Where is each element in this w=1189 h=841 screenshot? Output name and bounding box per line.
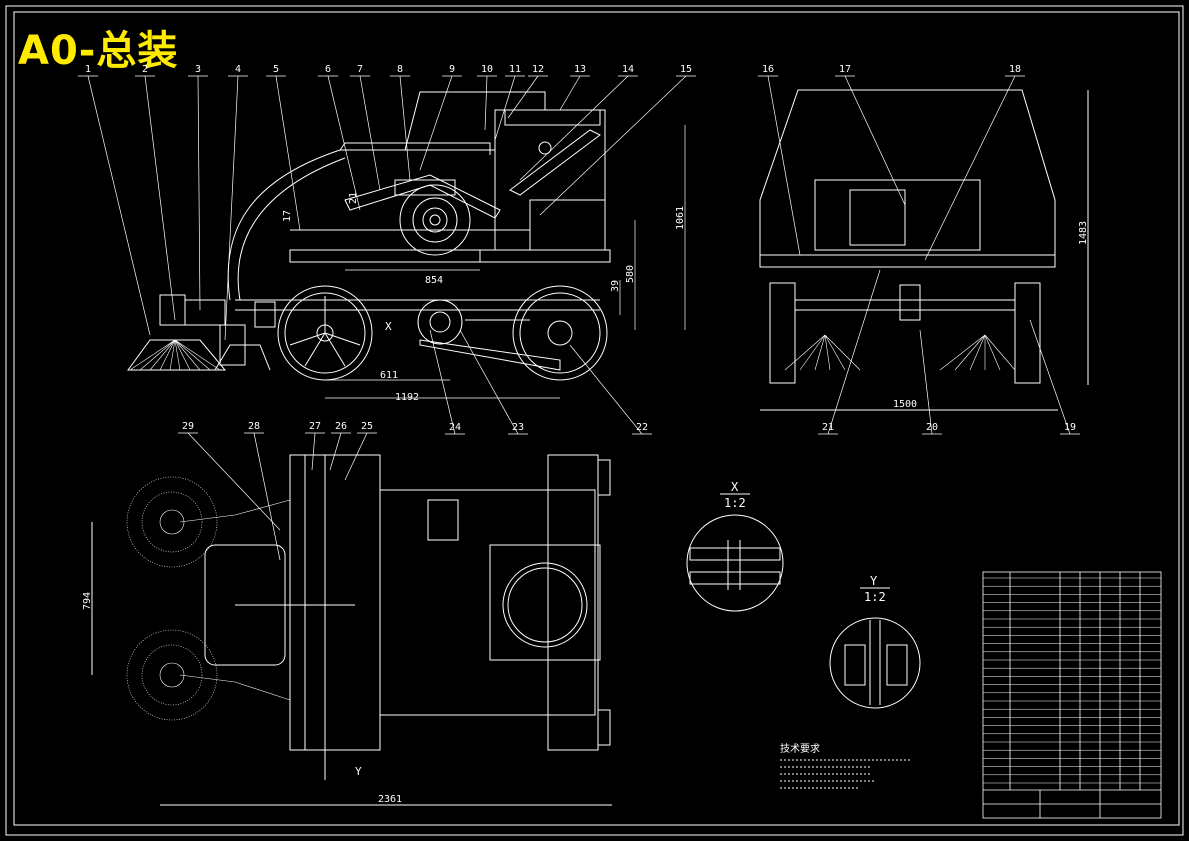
- dim-794: 794: [82, 592, 93, 610]
- balloon-leader: [419, 75, 453, 171]
- balloon-leader: [429, 329, 456, 435]
- balloon-label-9: 9: [449, 64, 455, 75]
- balloon-leader: [494, 75, 516, 141]
- end-view-brushes: [784, 334, 1016, 371]
- view-x-marker: X: [385, 320, 392, 333]
- detail-x-scale: 1:2: [724, 496, 746, 510]
- balloon-label-28: 28: [248, 421, 260, 432]
- detail-y-title: Y: [870, 574, 878, 588]
- balloon-label-22: 22: [636, 422, 648, 433]
- drawing-title: A0-总装: [18, 28, 179, 74]
- detail-x-title: X: [731, 480, 739, 494]
- inner-border: [13, 11, 1180, 826]
- dim-611: 611: [380, 370, 398, 381]
- balloon-label-13: 13: [574, 64, 586, 75]
- balloon-leader: [484, 75, 488, 131]
- balloon-leader: [507, 75, 539, 119]
- front-wheel: [512, 285, 608, 381]
- balloon-leader: [569, 344, 643, 435]
- balloon-label-18: 18: [1009, 64, 1021, 75]
- balloon-label-6: 6: [325, 64, 331, 75]
- tech-req-lines: [780, 759, 912, 789]
- side-view: [127, 91, 611, 381]
- balloon-leader: [919, 329, 933, 435]
- balloon-leader: [87, 75, 151, 336]
- balloon-leader: [359, 75, 381, 191]
- dim-1483: 1483: [1078, 221, 1089, 245]
- balloon-leader: [197, 75, 201, 311]
- balloon-label-16: 16: [762, 64, 774, 75]
- balloon-label-27: 27: [309, 421, 321, 432]
- dim-580: 580: [625, 265, 636, 283]
- balloon-leader: [311, 432, 316, 471]
- side-view-dimensions: [325, 125, 686, 399]
- balloon-label-26: 26: [335, 421, 347, 432]
- dim-21: 21: [348, 192, 359, 204]
- dim-39: 39: [610, 280, 621, 292]
- parts-list-table: [982, 571, 1162, 819]
- outer-border: [5, 5, 1184, 836]
- balloon-label-17: 17: [839, 64, 851, 75]
- side-brush-bristles: [129, 339, 221, 371]
- detail-y-scale: 1:2: [864, 590, 886, 604]
- balloon-leader: [327, 75, 361, 211]
- balloon-label-5: 5: [273, 64, 279, 75]
- balloon-leader: [1029, 319, 1071, 435]
- balloon-label-19: 19: [1064, 422, 1076, 433]
- balloon-label-8: 8: [397, 64, 403, 75]
- balloon-label-21: 21: [822, 422, 834, 433]
- balloon-leader: [767, 75, 801, 256]
- balloon-leader: [539, 75, 687, 216]
- detail-x: [686, 514, 784, 612]
- balloon-leader: [827, 269, 881, 435]
- balloon-label-20: 20: [926, 422, 938, 433]
- balloon-leader: [844, 75, 906, 206]
- dim-2361: 2361: [378, 794, 402, 805]
- balloon-leader: [344, 432, 368, 481]
- balloon-label-25: 25: [361, 421, 373, 432]
- balloon-label-14: 14: [622, 64, 634, 75]
- balloon-label-29: 29: [182, 421, 194, 432]
- end-view: [759, 89, 1089, 411]
- dim-1061: 1061: [675, 206, 686, 230]
- balloon-label-24: 24: [449, 422, 461, 433]
- balloon-leader: [519, 75, 629, 181]
- balloon-leader: [924, 75, 1016, 261]
- detail-y: [829, 617, 921, 709]
- balloon-leader: [187, 432, 281, 531]
- top-view: [91, 454, 612, 806]
- balloon-label-4: 4: [235, 64, 241, 75]
- balloon-label-11: 11: [509, 64, 521, 75]
- parts-list-rows: [983, 577, 1161, 784]
- balloon-leader: [399, 75, 411, 181]
- balloon-leader: [275, 75, 301, 231]
- balloon-label-12: 12: [532, 64, 544, 75]
- balloon-label-1: 1: [85, 64, 91, 75]
- balloon-leader: [253, 432, 281, 561]
- dim-17: 17: [282, 210, 293, 222]
- tech-req-heading: 技术要求: [780, 742, 820, 755]
- balloon-label-15: 15: [680, 64, 692, 75]
- balloon-label-23: 23: [512, 422, 524, 433]
- balloon-label-3: 3: [195, 64, 201, 75]
- dim-854: 854: [425, 275, 443, 286]
- balloon-leader: [329, 432, 342, 471]
- balloon-label-10: 10: [481, 64, 493, 75]
- view-y-marker: Y: [355, 765, 362, 778]
- top-view-brushes: [126, 476, 291, 721]
- balloon-leader: [459, 329, 519, 435]
- balloon-label-7: 7: [357, 64, 363, 75]
- balloon-leader: [144, 75, 176, 321]
- dim-1192: 1192: [395, 392, 419, 403]
- balloon-label-2: 2: [142, 64, 148, 75]
- balloon-leader: [559, 75, 581, 111]
- balloon-leader: [224, 75, 239, 341]
- dim-1500: 1500: [893, 399, 917, 410]
